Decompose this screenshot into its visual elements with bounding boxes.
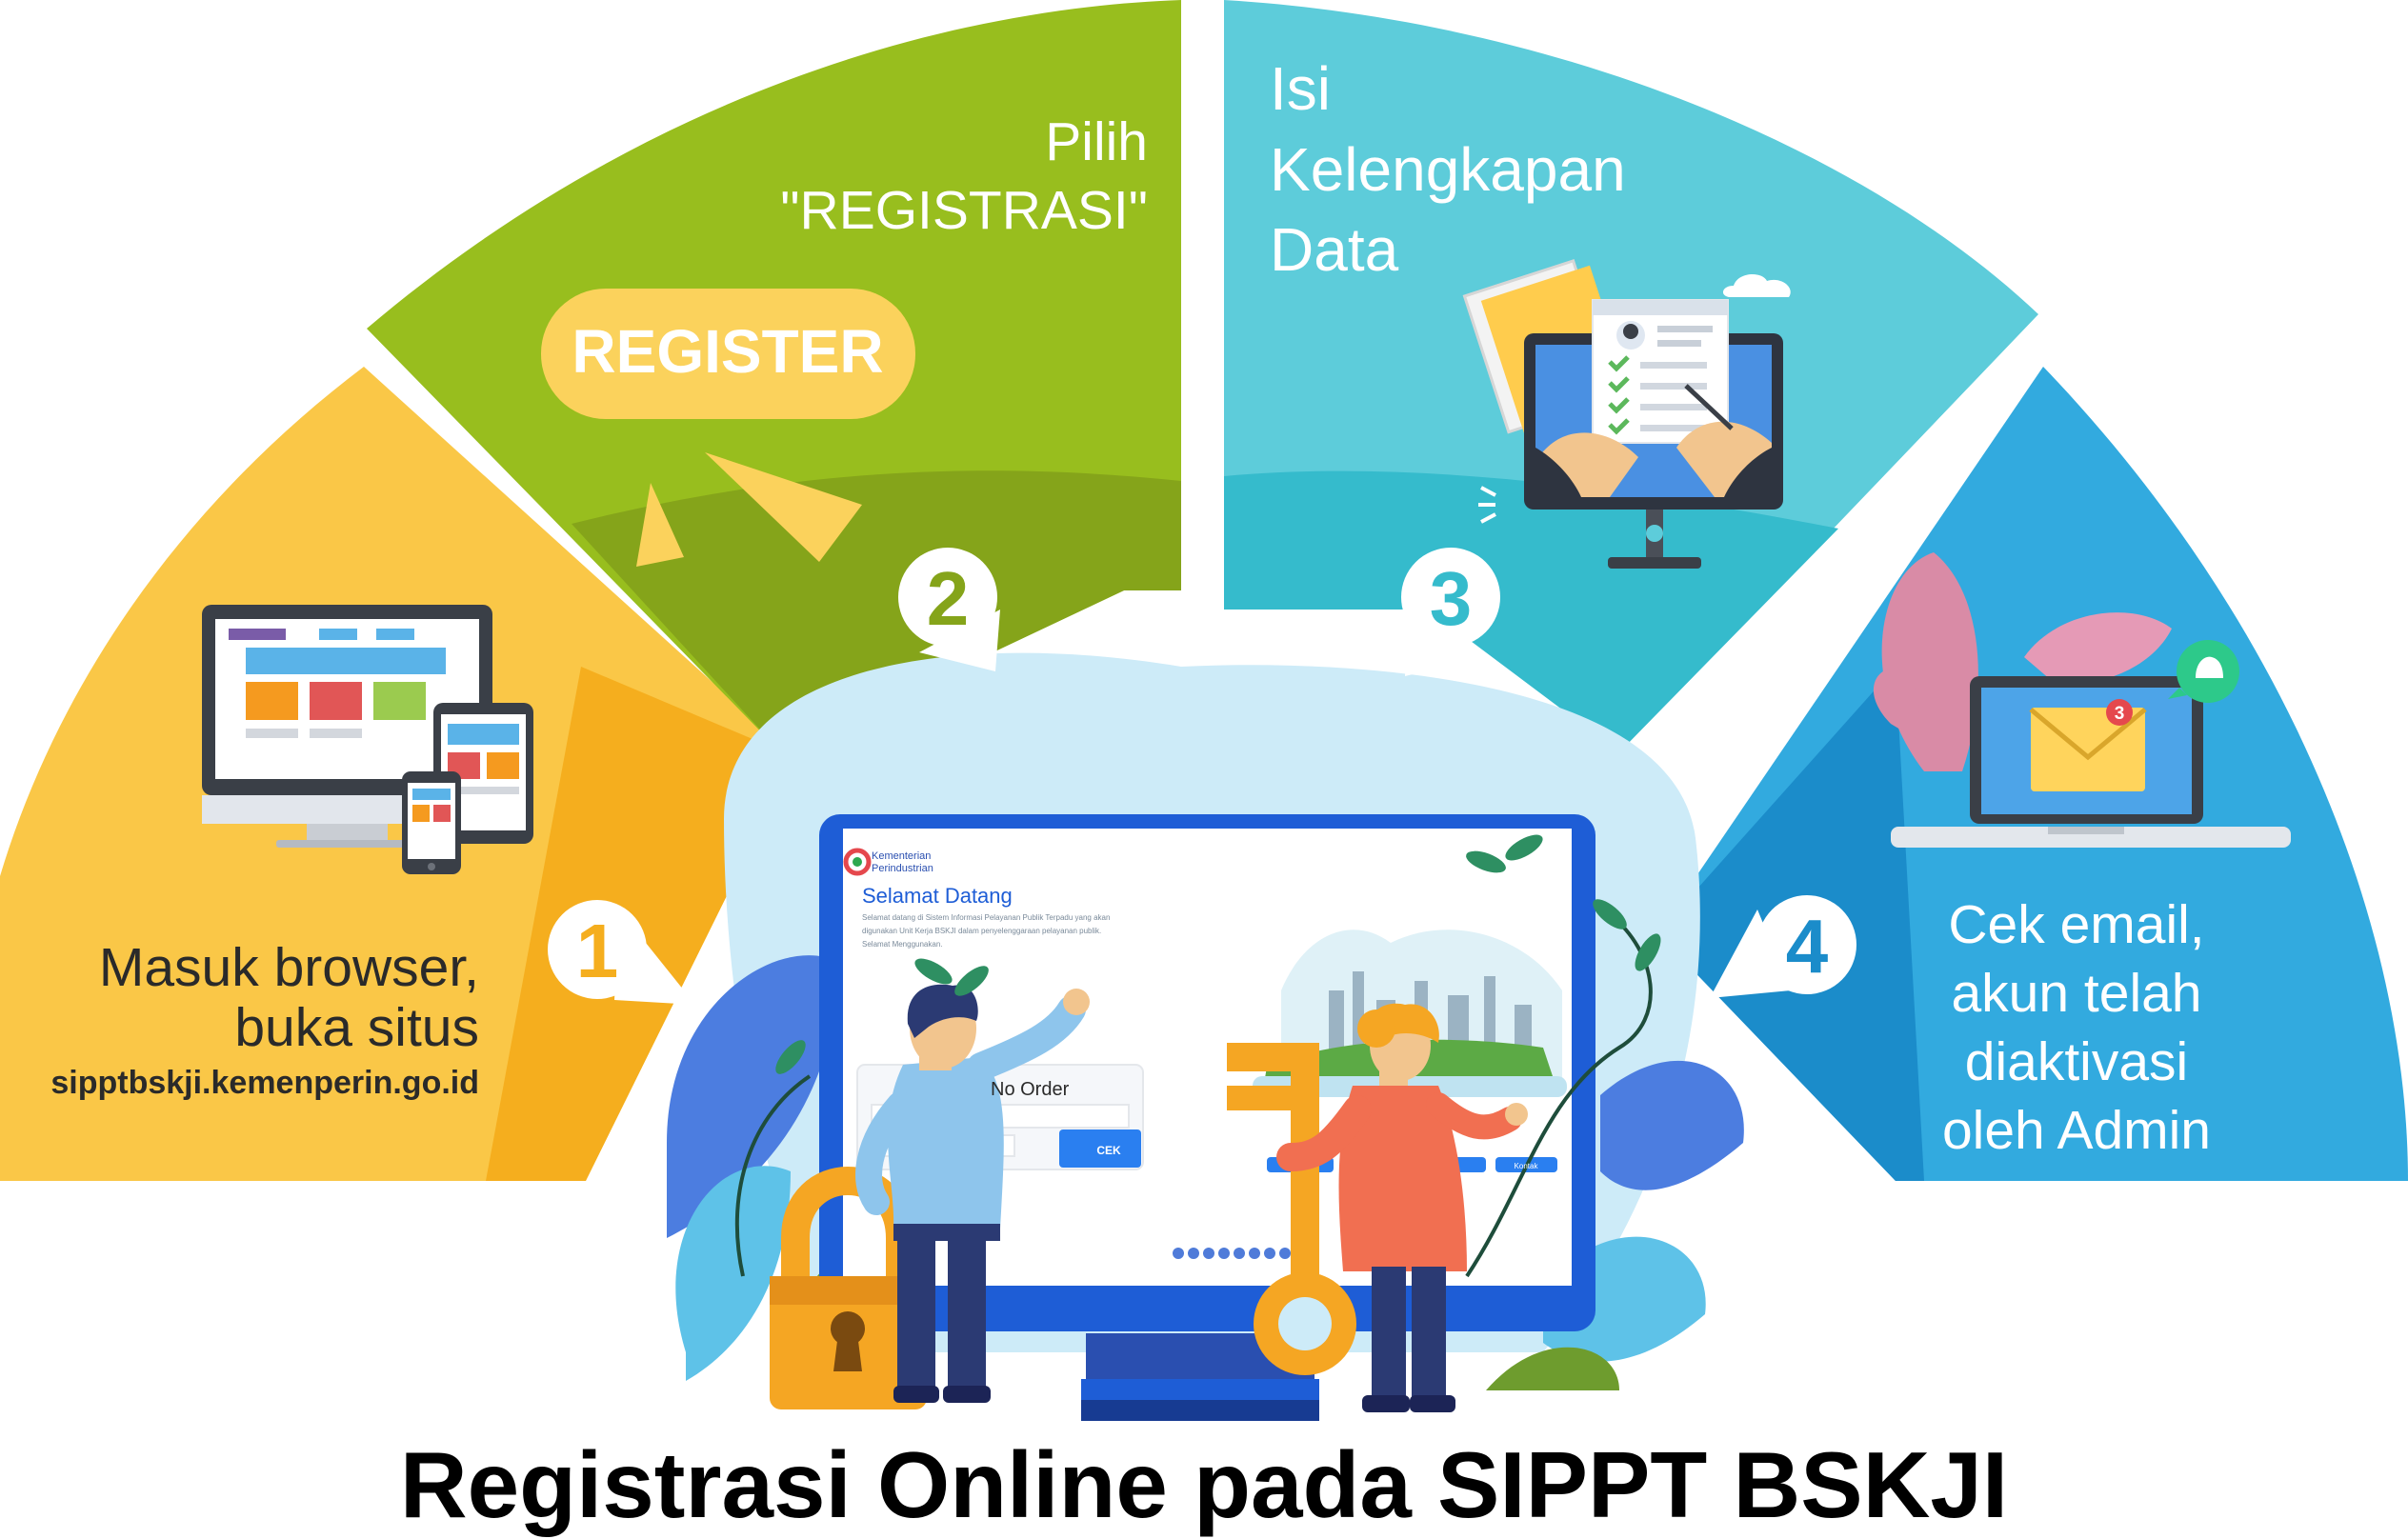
step-1-badge	[548, 900, 695, 1005]
step-3-line-1: Isi	[1270, 54, 1331, 123]
step-1-number: 1	[576, 909, 619, 993]
monitor-cek-label: CEK	[1096, 1144, 1121, 1157]
step-4-line-2: akun telah	[1951, 963, 2201, 1024]
key-icon	[1227, 1043, 1356, 1375]
register-button-label: REGISTER	[572, 317, 883, 386]
step-4-line-3: diaktivasi	[1965, 1031, 2188, 1092]
step-3-badge	[1401, 548, 1500, 676]
register-button-icon	[541, 289, 915, 567]
step-3-line-3: Data	[1270, 215, 1399, 284]
step-1-url: sipptbskji.kemenperin.go.id	[50, 1065, 479, 1101]
monitor-heading: Selamat Datang	[862, 884, 1013, 908]
step-1-line-2: buka situs	[234, 997, 479, 1058]
email-badge-count: 3	[2115, 704, 2125, 724]
step-2-number: 2	[927, 556, 970, 641]
step-2-line-1: Pilih	[1045, 111, 1148, 172]
monitor-welcome-line-3: Selamat Menggunakan.	[862, 940, 943, 949]
monitor-logo-line-2: Perindustrian	[872, 863, 933, 874]
monitor-kontak-label: Kontak	[1515, 1162, 1539, 1170]
step-2-line-2: "REGISTRASI"	[780, 180, 1148, 241]
step-4-line-4: oleh Admin	[1942, 1100, 2211, 1161]
step-1-line-1: Masuk browser,	[99, 937, 479, 998]
monitor-welcome-line-2: digunakan Unit Kerja BSKJI dalam penyele…	[862, 927, 1101, 935]
step-4-number: 4	[1786, 904, 1829, 989]
devices-icon	[202, 605, 533, 874]
laptop-email-icon: 3	[1873, 552, 2291, 848]
step-3-line-2: Kelengkapan	[1270, 135, 1626, 204]
person-woman	[1276, 1003, 1528, 1412]
vine-leaves	[775, 834, 1661, 1074]
monitor-form-label: No Order	[991, 1079, 1070, 1100]
step-4-badge	[1710, 895, 1856, 998]
step-3-number: 3	[1430, 556, 1473, 641]
step-4-line-1: Cek email,	[1948, 894, 2204, 955]
checklist-monitor-icon	[1462, 259, 1791, 569]
monitor-logo-line-1: Kementerian	[872, 850, 931, 862]
step-2-badge	[898, 548, 1000, 671]
person-man	[855, 984, 1090, 1403]
monitor-welcome-line-1: Selamat datang di Sistem Informasi Pelay…	[862, 913, 1110, 922]
monitor-dots	[1173, 1248, 1291, 1259]
page-title: Registrasi Online pada SIPPT BSKJI	[400, 1432, 2008, 1537]
monitor-cek-button	[1059, 1129, 1141, 1168]
